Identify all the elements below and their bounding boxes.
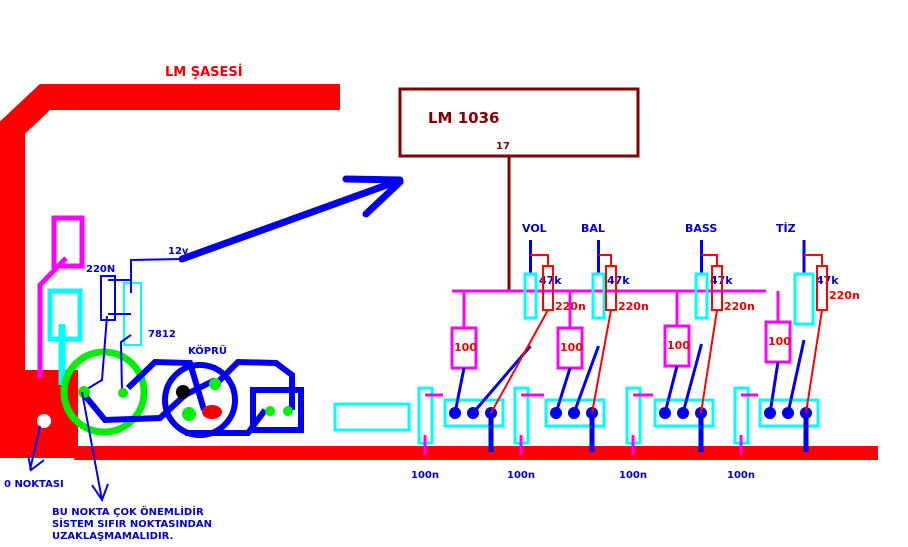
cap-to-pad-trace <box>805 309 823 414</box>
cap-220n <box>100 275 116 321</box>
chassis-title: LM ŞASESİ <box>165 64 243 80</box>
pot-connector <box>544 398 606 428</box>
bypass-value: 100n <box>619 470 647 481</box>
resistor-value: 100 <box>560 341 583 354</box>
coupling-cap <box>816 265 828 311</box>
pot-to-pad-trace <box>786 339 806 414</box>
cap-value: 220n <box>829 289 860 302</box>
resistor-to-pad-trace <box>768 361 780 414</box>
cap-220n-label: 220N <box>86 264 115 275</box>
pot-value: 47k <box>607 274 630 287</box>
control-label: VOL <box>522 222 547 235</box>
bridge-label: KÖPRÜ <box>188 343 227 357</box>
cap-to-pad-trace <box>490 309 549 414</box>
zero-point-hole <box>37 414 51 428</box>
cap-link-trace <box>530 254 549 266</box>
control-label: TİZ <box>776 221 796 235</box>
potentiometer <box>591 272 606 320</box>
resistor-to-pad-trace <box>453 367 466 414</box>
ground-chassis <box>0 84 878 460</box>
chassis-top-rail <box>0 84 340 455</box>
cap-value: 220n <box>724 300 755 313</box>
zero-point-label: 0 NOKTASI <box>4 479 64 490</box>
fuse-resistor <box>51 215 85 269</box>
ground-bus-bottom <box>74 446 878 460</box>
resistor-value: 100 <box>667 339 690 352</box>
control-label: BASS <box>685 222 717 235</box>
annotation-arrows <box>27 391 109 503</box>
ic-box <box>398 87 640 158</box>
pot-connector <box>653 398 715 428</box>
control-sections: VOL47k220n100100nBAL47k220n100100nBASS47… <box>411 221 860 481</box>
cap-to-pad-trace <box>591 309 612 414</box>
pot-connector <box>758 398 820 428</box>
resistor-value: 100 <box>768 335 791 348</box>
pot-to-pad-trace <box>681 343 703 414</box>
potentiometer <box>523 272 538 320</box>
control-label: BAL <box>581 222 605 235</box>
power-supply <box>37 215 304 438</box>
cap-link-trace <box>804 254 823 266</box>
potentiometer <box>793 272 815 326</box>
supply-arrow <box>178 175 404 263</box>
cap-link-trace <box>701 254 718 266</box>
potentiometer <box>694 272 709 320</box>
resistor-to-pad-trace <box>663 365 679 414</box>
regulator-label: 7812 <box>148 329 176 340</box>
coupling-cap <box>542 265 554 311</box>
bypass-value: 100n <box>727 470 755 481</box>
bypass-value: 100n <box>507 470 535 481</box>
cap-to-pad-trace <box>700 309 718 414</box>
bridge-output-pad <box>250 387 304 433</box>
cap-value: 220n <box>618 300 649 313</box>
pot-connector <box>443 398 505 428</box>
resistor-to-pad-trace <box>554 367 572 414</box>
resistor-value: 100 <box>454 341 477 354</box>
pot-to-pad-trace <box>572 345 600 414</box>
coupling-cap <box>605 265 617 311</box>
note-line-2: SİSTEM SIFIR NOKTASINDAN <box>52 516 212 530</box>
voltage-label: 12v <box>168 246 189 257</box>
connector-block <box>333 402 411 432</box>
cap-link-trace <box>598 254 612 266</box>
pot-value: 47k <box>539 274 562 287</box>
bypass-value: 100n <box>411 470 439 481</box>
ic-pin-label: 17 <box>496 141 510 152</box>
note-line-3: UZAKLAŞMAMALIDIR. <box>52 531 173 542</box>
ic-name: LM 1036 <box>428 109 499 127</box>
note-line-1: BU NOKTA ÇOK ÖNEMLİDİR <box>52 504 204 518</box>
coupling-cap <box>711 265 723 311</box>
